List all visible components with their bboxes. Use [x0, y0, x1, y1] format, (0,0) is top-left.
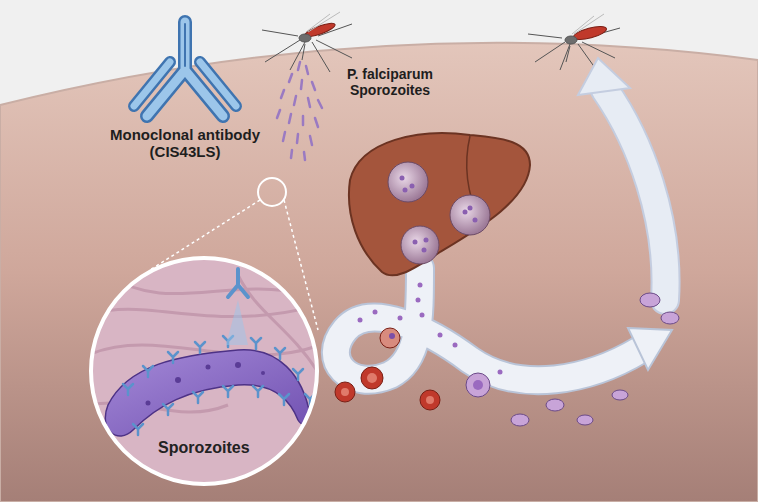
sporozoite-spray	[277, 62, 322, 160]
lifecycle-arrow	[336, 58, 672, 380]
mosquito	[262, 12, 352, 72]
node-text: Sporozoites	[158, 439, 250, 457]
sporozoite-label: P. falciparum Sporozoites	[335, 66, 445, 98]
antibody-icon	[134, 22, 236, 116]
zoom-source	[258, 178, 286, 206]
liver-cyst	[388, 162, 490, 264]
mosquito	[528, 14, 620, 72]
blood-cells	[335, 283, 679, 427]
liver	[349, 133, 530, 275]
antibody-label: Monoclonal antibody (CIS43LS)	[105, 126, 265, 161]
zoom-circle: Sporozoites	[88, 255, 320, 487]
skin-surface	[0, 43, 758, 502]
